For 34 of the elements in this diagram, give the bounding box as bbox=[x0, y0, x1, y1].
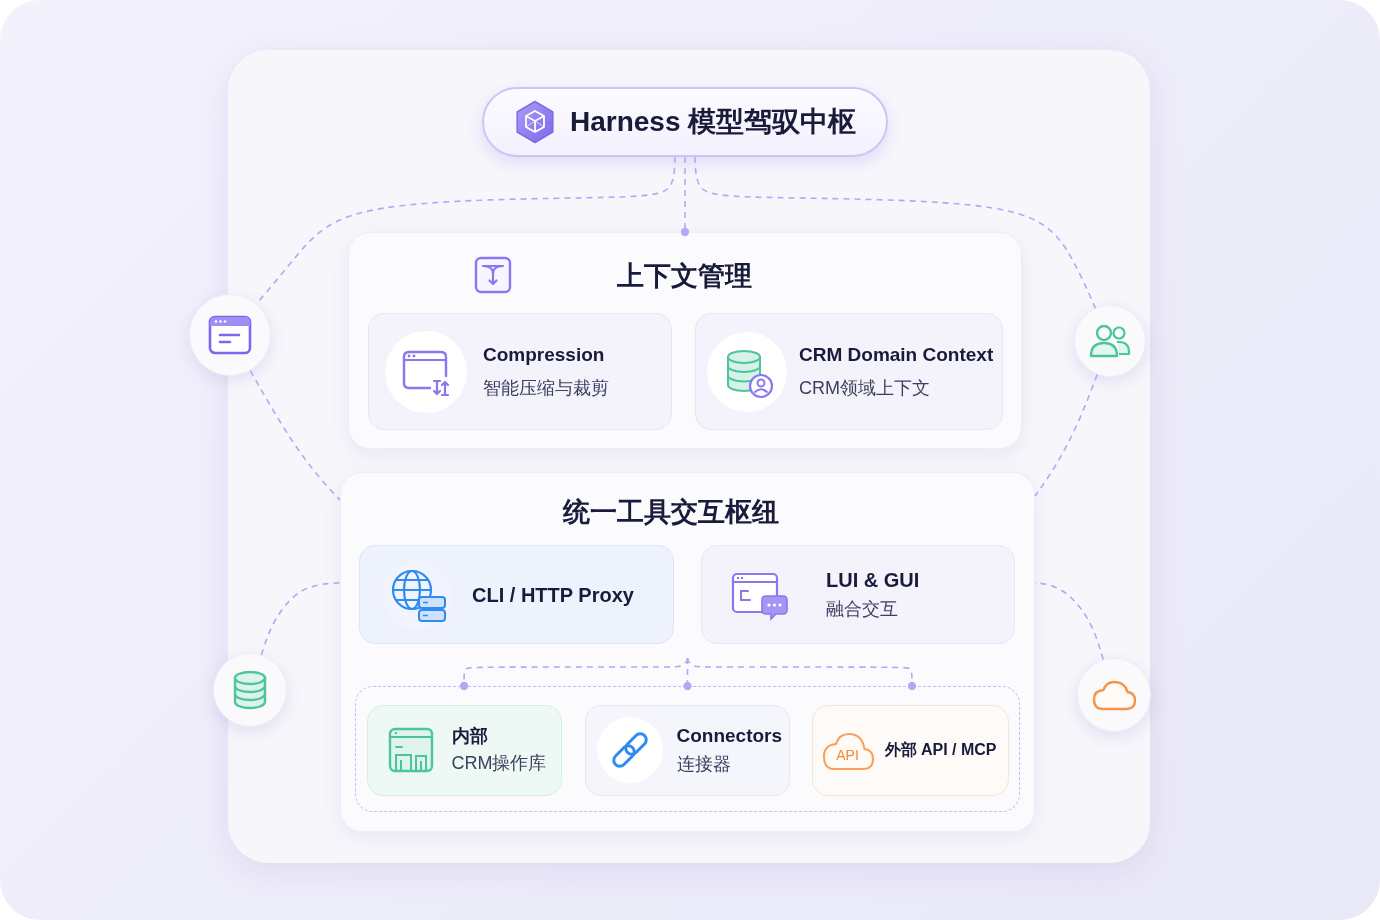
section-panel bbox=[348, 232, 1022, 449]
feature-card bbox=[359, 545, 674, 644]
dashed-connector bbox=[260, 582, 341, 656]
card-title: LUI & GUI bbox=[826, 568, 920, 594]
feature-card bbox=[368, 313, 672, 430]
card-title: CRM Domain Context bbox=[799, 342, 994, 367]
feature-card bbox=[695, 313, 1003, 430]
dashed-connector bbox=[680, 156, 690, 237]
dashed-connector bbox=[1034, 582, 1105, 661]
dashed-connector bbox=[1034, 373, 1098, 497]
feature-card bbox=[584, 704, 790, 796]
section-heading: 上下文管理 bbox=[616, 260, 752, 293]
card-title: Connectors bbox=[676, 723, 783, 748]
section-heading: 统一工具交互枢纽 bbox=[563, 496, 779, 529]
card-subtitle: CRM领域上下文 bbox=[799, 376, 931, 400]
dashed-connector bbox=[459, 657, 689, 691]
feature-card bbox=[366, 704, 562, 796]
dashed-connector bbox=[686, 657, 917, 691]
dashed-connector bbox=[694, 156, 1097, 309]
card-title: Compression bbox=[483, 342, 606, 367]
dashed-connector bbox=[249, 369, 341, 501]
icon-caption: API bbox=[835, 747, 860, 763]
feature-card bbox=[701, 545, 1015, 644]
card-subtitle: 融合交互 bbox=[826, 598, 899, 622]
card-title: 外部 API / MCP bbox=[884, 739, 997, 760]
card-subtitle: CRM操作库 bbox=[451, 752, 547, 775]
dashed-group bbox=[355, 686, 1020, 812]
card-title: CLI / HTTP Proxy bbox=[472, 582, 634, 608]
hub-title: Harness 模型驾驭中枢 bbox=[570, 105, 857, 139]
feature-card bbox=[811, 704, 1009, 796]
card-title: 内部 bbox=[451, 724, 489, 748]
section-panel bbox=[340, 472, 1035, 832]
card-subtitle: 连接器 bbox=[676, 752, 732, 776]
card-subtitle: 智能压缩与裁剪 bbox=[483, 376, 609, 400]
